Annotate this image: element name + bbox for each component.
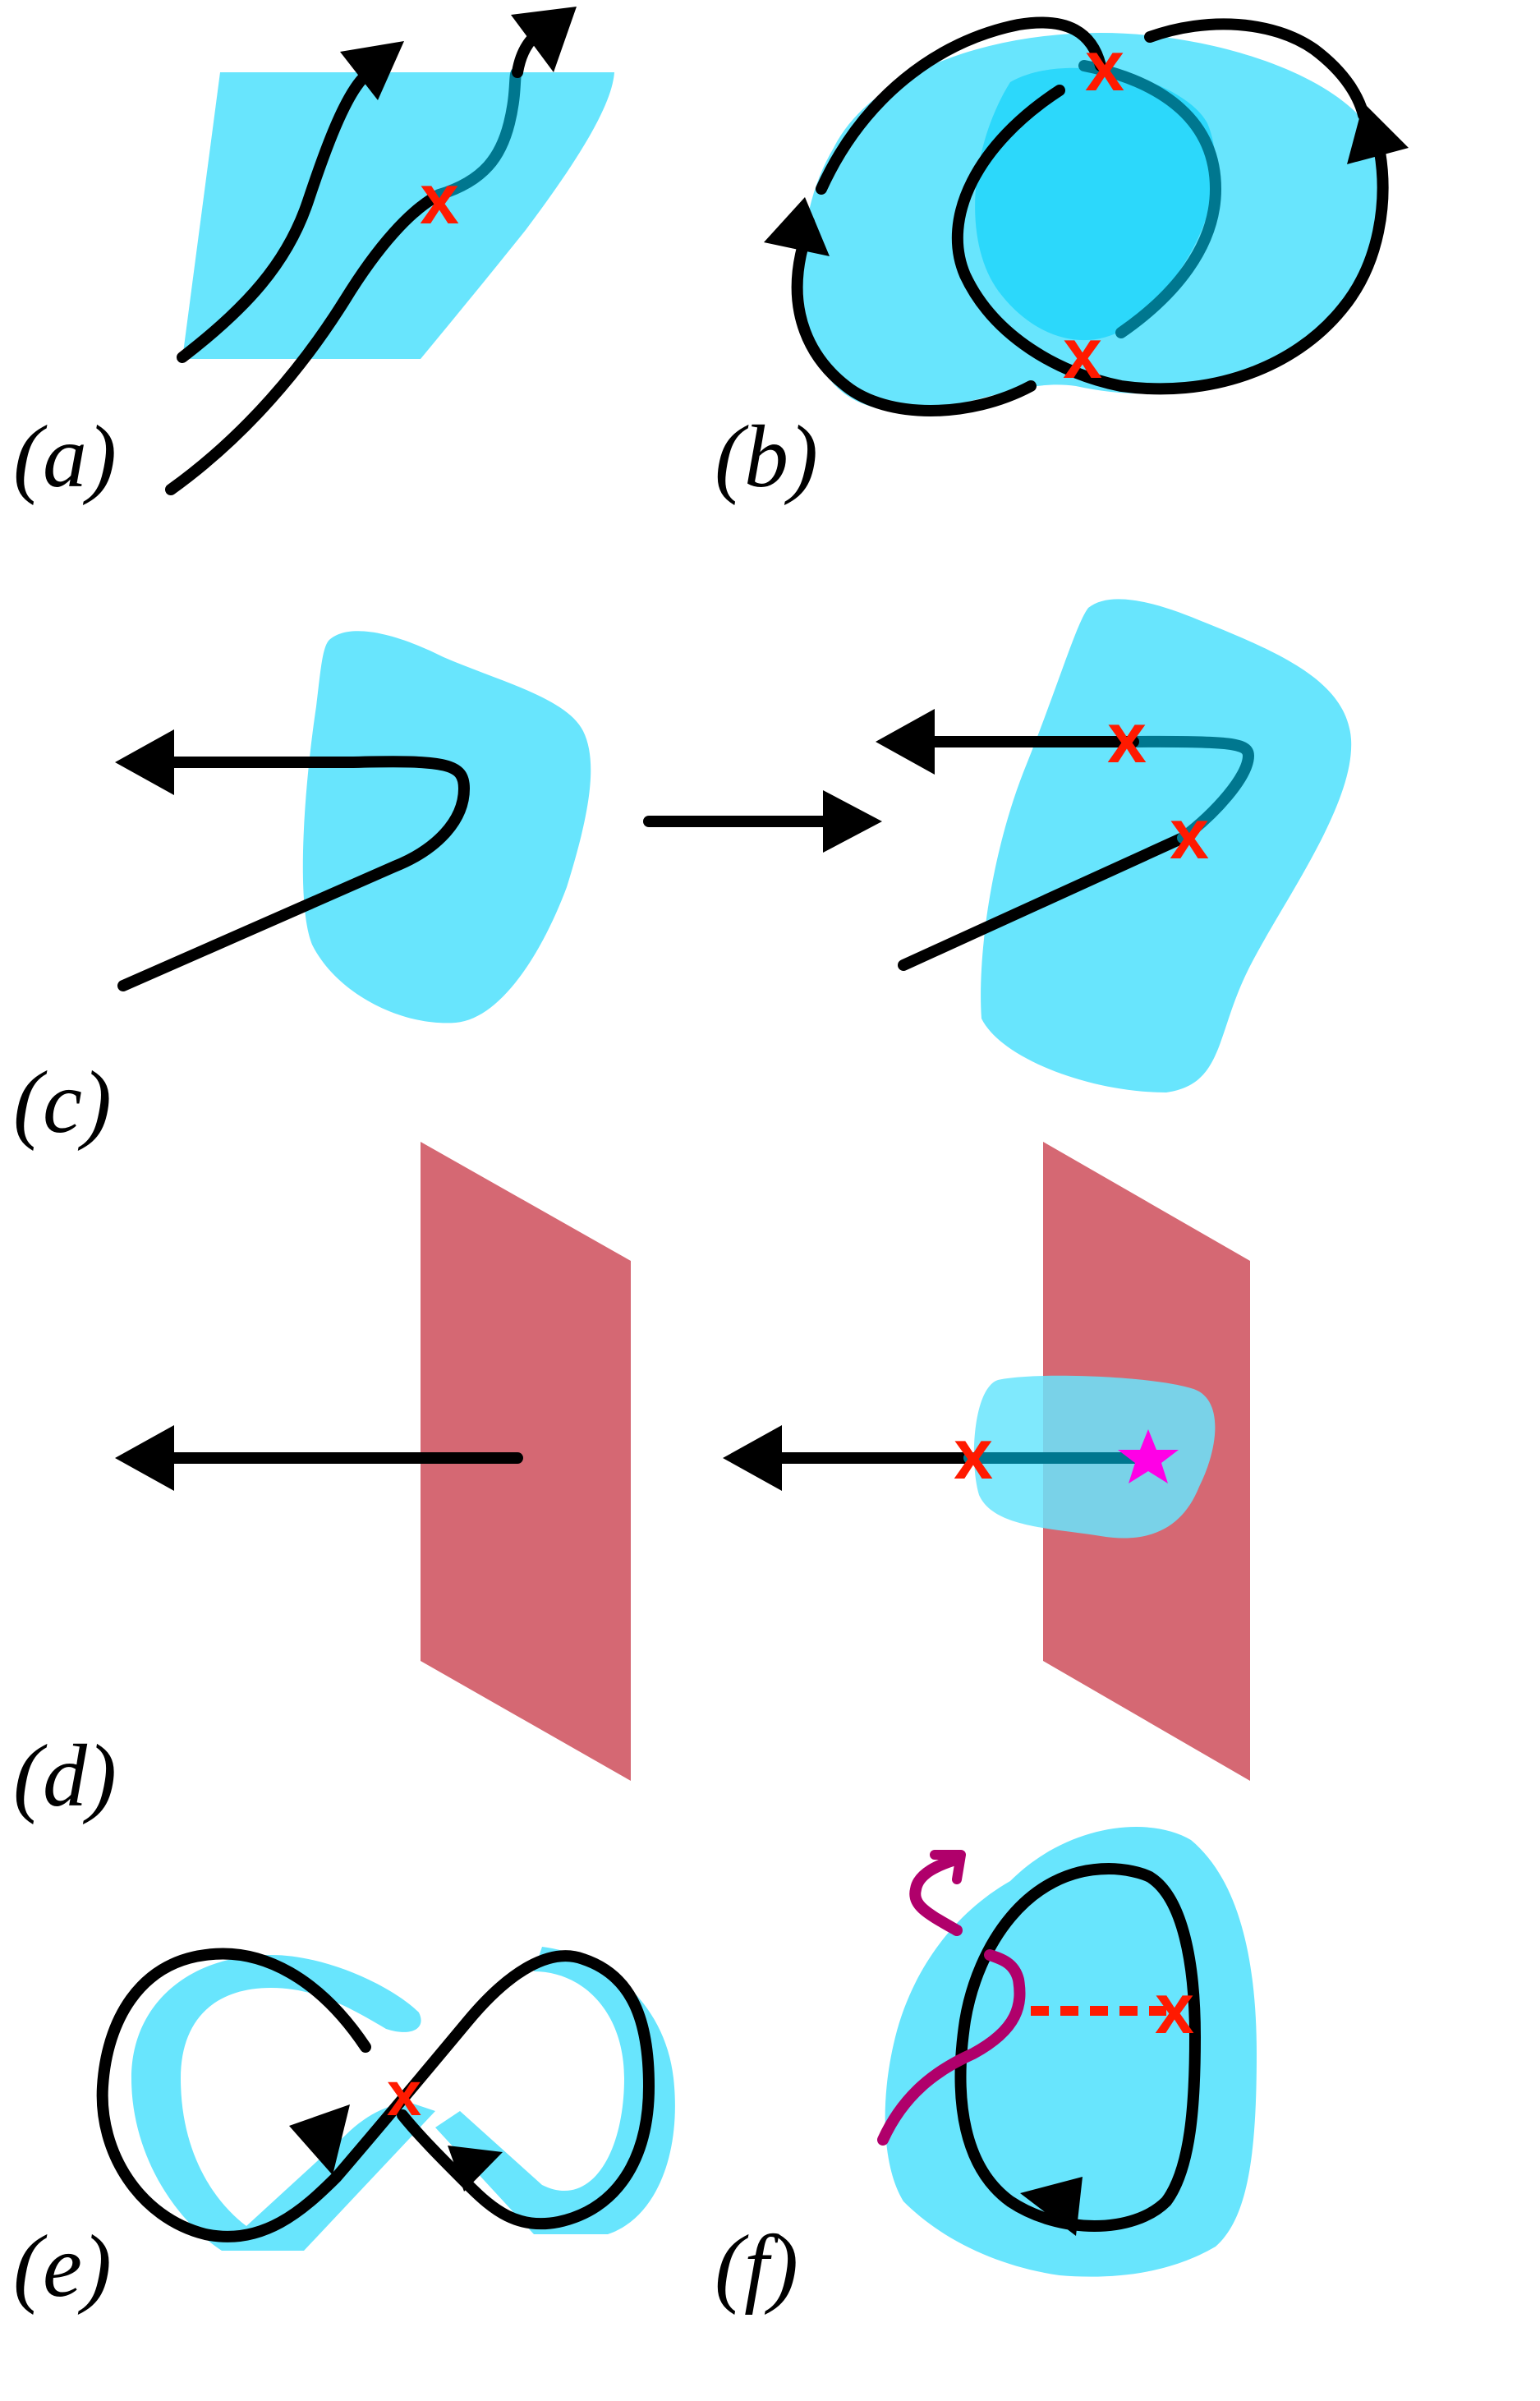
- panel-b-loop-right-behind: [1078, 60, 1221, 338]
- panel-a-arrowhead-left: [340, 41, 404, 100]
- panel-d-arrowhead-right: [723, 1425, 782, 1491]
- panel-b-surface-overlap: [975, 67, 1216, 341]
- panel-b-x-marker-bottom: x: [1063, 315, 1102, 393]
- panel-d-star-icon: [1118, 1429, 1179, 1483]
- panel-d-arrowhead-left: [115, 1425, 174, 1491]
- panel-f-secondary-curve-upper: [909, 1855, 963, 1936]
- panel-b-loop-right-outer: [1144, 18, 1369, 121]
- panel-e-surface-right: [435, 1947, 675, 2234]
- panel-f-secondary-arrowhead: [930, 1850, 966, 1884]
- panel-f-secondary-curve-lower: [877, 1949, 1026, 2146]
- panel-c-curve-right-front: [898, 832, 1188, 971]
- panel-f-label: (f): [715, 2218, 798, 2316]
- panel-f-loop: [954, 1863, 1201, 2232]
- panel-e-arrowhead-left: [289, 2104, 350, 2175]
- panel-a-curve-left: [177, 70, 371, 363]
- panel-c: x x (c): [13, 599, 1352, 1152]
- panel-e-arrowhead-right: [448, 2146, 503, 2192]
- panel-e-label: (e): [13, 2218, 112, 2316]
- panel-a-curve-right-behind: [434, 67, 523, 200]
- panel-c-label: (c): [13, 1054, 112, 1152]
- panel-c-x-marker-top: x: [1107, 699, 1147, 778]
- panel-b-loop-left: [951, 85, 1389, 395]
- panel-a-x-marker: x: [420, 160, 459, 239]
- panel-b: x x (b): [715, 16, 1409, 506]
- panel-a-surface: [182, 72, 614, 359]
- panel-a-curve-right-lower: [165, 189, 445, 495]
- panel-a-arrowhead-right: [511, 7, 577, 72]
- panel-a-label: (a): [13, 408, 117, 506]
- panel-f: x (f): [715, 1827, 1257, 2316]
- panel-b-top-arc: [816, 16, 1106, 195]
- panel-e-figure-eight: [96, 1948, 655, 2242]
- panel-e-surface-left: [131, 1955, 435, 2251]
- panel-b-x-marker-top: x: [1085, 27, 1124, 106]
- panel-c-x-marker-bottom: x: [1170, 795, 1209, 874]
- panel-c-curve-left: [117, 756, 470, 991]
- panel-c-arrowhead-left: [115, 729, 174, 795]
- panel-c-transition-arrowhead: [823, 790, 882, 853]
- panel-e-x-marker: x: [387, 2059, 421, 2129]
- panel-a: x (a): [13, 7, 614, 506]
- panel-d-x-marker: x: [954, 1415, 993, 1494]
- panel-b-arrowhead-left: [764, 197, 830, 256]
- panel-d-plane-left: [421, 1142, 631, 1781]
- panel-b-label: (b): [715, 408, 818, 506]
- panel-c-curve-right-behind: [1128, 735, 1254, 844]
- panel-f-arrowhead: [1020, 2177, 1083, 2236]
- panel-c-arrowhead-right: [876, 709, 935, 775]
- panel-b-arrowhead-right: [1347, 103, 1409, 164]
- panel-d: x (d): [13, 1142, 1250, 1825]
- panel-e: x (e): [13, 1947, 675, 2316]
- panel-f-x-marker: x: [1155, 1970, 1194, 2049]
- panel-d-label: (d): [13, 1727, 117, 1825]
